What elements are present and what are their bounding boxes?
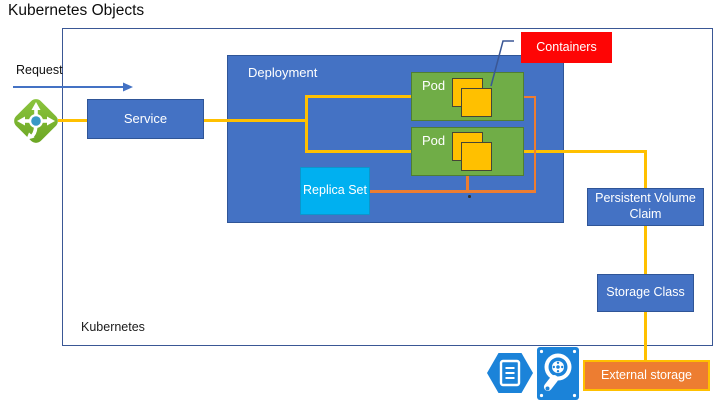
service-box: Service (87, 99, 204, 139)
kubernetes-boundary (62, 28, 713, 346)
deployment-label: Deployment (248, 65, 318, 80)
containers-callout-line (490, 40, 514, 87)
connector-pod2-to-pvc-v (644, 150, 647, 188)
document-hexagon-icon (487, 353, 533, 393)
containers-callout-label: Containers (536, 39, 597, 54)
container-icon (461, 88, 492, 117)
kubernetes-boundary-label: Kubernetes (81, 320, 145, 334)
storage-class-label: Storage Class (606, 285, 685, 300)
connector-branch-to-pod1 (305, 95, 411, 98)
containers-callout-box: Containers (521, 32, 612, 63)
persistent-volume-claim-label: Persistent Volume Claim (595, 191, 696, 221)
stray-dot (468, 195, 471, 198)
external-storage-box: External storage (583, 360, 710, 391)
connector-branch-to-pod2 (305, 150, 411, 153)
request-label: Request (16, 63, 63, 77)
service-label: Service (123, 110, 168, 126)
pod-2-label: Pod (422, 133, 446, 148)
request-arrow (13, 82, 133, 92)
connector-storageclass-to-external (644, 312, 647, 360)
connector-pod2-to-pvc-h (524, 150, 647, 153)
load-balancer-icon (14, 99, 58, 143)
external-storage-label: External storage (600, 367, 693, 382)
connector-orange-vertical (533, 95, 536, 193)
page-title: Kubernetes Objects (8, 2, 145, 19)
container-icon (461, 142, 492, 171)
storage-class-box: Storage Class (597, 274, 694, 312)
connector-lb-to-service (58, 118, 88, 122)
connector-pvc-to-storageclass (644, 226, 647, 274)
disk-icon (537, 347, 579, 400)
pod-1-label: Pod (422, 78, 446, 93)
connector-branch-vertical (305, 95, 308, 153)
connector-pod1-to-orange-v (524, 95, 536, 98)
persistent-volume-claim-box: Persistent Volume Claim (587, 188, 704, 226)
replica-set-box: Replica Set (300, 167, 370, 215)
replica-set-label: Replica Set (303, 183, 367, 198)
connector-pod2-stub (466, 176, 469, 192)
connector-service-to-branch (204, 118, 308, 122)
connector-replicaset-horizontal (370, 190, 536, 193)
